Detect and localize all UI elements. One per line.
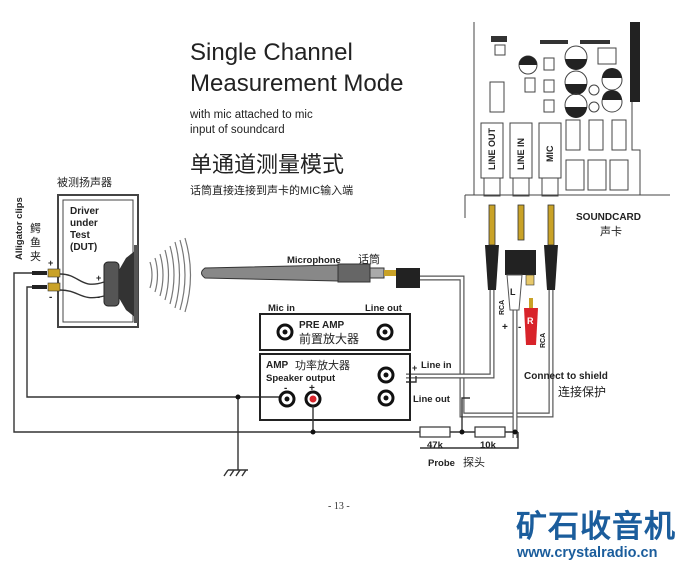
speaker-minus: - bbox=[97, 292, 100, 302]
jack-mic: MIC bbox=[538, 122, 562, 197]
dut-label-cn: 被测扬声器 bbox=[57, 175, 112, 189]
preamp-mic-in-label: Mic in bbox=[268, 303, 295, 314]
microphone-label-cn: 话筒 bbox=[358, 252, 380, 266]
probe-label-cn: 探头 bbox=[463, 456, 485, 469]
probe-label: Probe bbox=[428, 458, 455, 469]
subtitle-line2: input of soundcard bbox=[190, 124, 285, 136]
shield-label-cn: 连接保护 bbox=[558, 384, 606, 399]
clips-cn-1: 鳄 bbox=[30, 221, 41, 235]
alligator-clips-label: Alligator clips bbox=[14, 197, 25, 260]
microphone-label: Microphone bbox=[287, 255, 341, 266]
logo-cn: 矿石收音机 bbox=[516, 509, 676, 544]
amp-line-in-label: Line in bbox=[421, 360, 452, 371]
title-line2: Measurement Mode bbox=[190, 70, 403, 97]
alligator-clip-plus bbox=[32, 268, 61, 278]
amp-line-out-label: Line out bbox=[413, 394, 451, 405]
rca-label-left: RCA bbox=[499, 300, 506, 315]
page-number: - 13 - bbox=[328, 501, 350, 512]
speaker-output-minus: - bbox=[284, 383, 287, 394]
resistor-47k-label: 47k bbox=[427, 440, 444, 451]
ground-icon bbox=[223, 469, 248, 477]
plug-line-in: L bbox=[505, 204, 536, 311]
speaker-output-label: Speaker output bbox=[266, 373, 336, 384]
jack-line-out: LINE OUT bbox=[480, 122, 504, 197]
dut-line1: Driver bbox=[70, 206, 99, 217]
speaker-icon bbox=[103, 245, 138, 323]
rca-label-right: RCA bbox=[540, 333, 547, 348]
logo-url: www.crystalradio.cn bbox=[516, 545, 657, 561]
clip-minus: - bbox=[49, 292, 52, 303]
amp-line-in-plus: + bbox=[412, 363, 417, 373]
preamp-name-cn: 前置放大器 bbox=[299, 331, 359, 346]
rca-right-plug: R bbox=[524, 298, 538, 345]
alligator-clip-minus bbox=[32, 282, 61, 292]
subtitle-cn: 话筒直接连接到声卡的MIC输入端 bbox=[190, 183, 353, 197]
amp-name: AMP bbox=[266, 360, 289, 371]
plug-line-out bbox=[485, 204, 499, 290]
svg-text:LINE OUT: LINE OUT bbox=[487, 127, 497, 170]
resistor-47k bbox=[419, 426, 451, 438]
jack-line-in: LINE IN bbox=[509, 122, 533, 197]
svg-text:MIC: MIC bbox=[545, 145, 555, 162]
dut-line4: (DUT) bbox=[70, 242, 97, 253]
sound-waves-icon bbox=[149, 237, 192, 313]
speaker-output-plus: + bbox=[309, 383, 315, 394]
title-line1: Single Channel bbox=[190, 39, 353, 66]
shield-label: Connect to shield bbox=[524, 371, 608, 382]
preamp-name: PRE AMP bbox=[299, 320, 345, 331]
amp-name-cn: 功率放大器 bbox=[295, 358, 350, 372]
amp-box bbox=[259, 353, 411, 421]
svg-text:R: R bbox=[527, 316, 534, 326]
resistor-10k-label: 10k bbox=[480, 440, 497, 451]
svg-text:L: L bbox=[510, 287, 516, 297]
dut-line3: Test bbox=[70, 230, 90, 241]
subtitle-line1: with mic attached to mic bbox=[189, 109, 313, 121]
soundcard-label-cn: 声卡 bbox=[600, 224, 622, 238]
speaker-plus: + bbox=[96, 273, 101, 283]
dut-line2: under bbox=[70, 218, 98, 229]
clips-cn-2: 鱼 bbox=[30, 235, 41, 249]
rca-plus: + bbox=[502, 322, 508, 333]
title-cn: 单通道测量模式 bbox=[190, 152, 344, 177]
plug-mic bbox=[544, 204, 558, 290]
preamp-line-out-label: Line out bbox=[365, 303, 403, 314]
resistor-10k bbox=[474, 426, 506, 438]
rca-minus: - bbox=[518, 322, 521, 333]
soundcard: LINE OUT LINE IN MIC bbox=[464, 22, 670, 218]
clips-cn-3: 夹 bbox=[30, 250, 41, 263]
svg-text:LINE IN: LINE IN bbox=[516, 138, 526, 170]
microphone-icon bbox=[201, 263, 420, 288]
preamp-box bbox=[259, 313, 411, 351]
clip-plus: + bbox=[48, 258, 53, 268]
soundcard-label: SOUNDCARD bbox=[576, 212, 641, 223]
